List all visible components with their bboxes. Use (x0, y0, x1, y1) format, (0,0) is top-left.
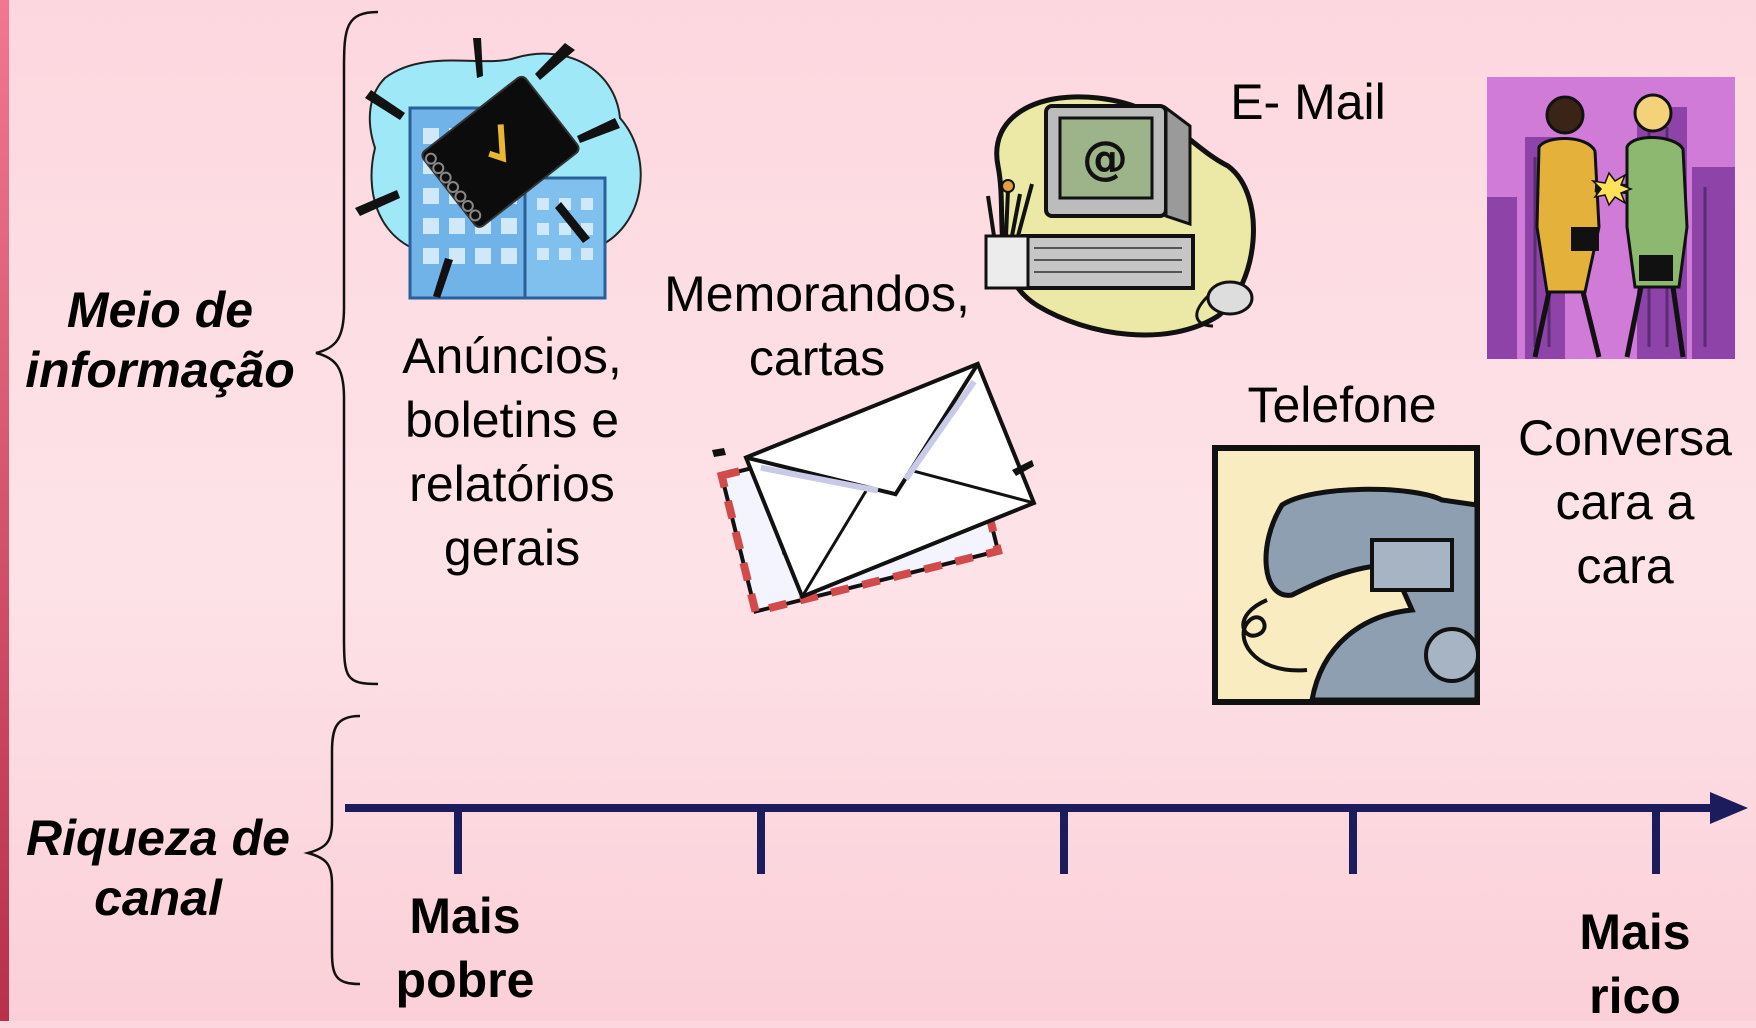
richness-axis (345, 792, 1748, 874)
richest-label: Mais rico (1579, 904, 1691, 1024)
richness-brace (303, 714, 361, 986)
medium-brace (315, 10, 379, 686)
computer-illustration: @ (984, 94, 1256, 338)
slide-accent-bar (0, 0, 9, 1021)
telephone-label: Telefone (1247, 377, 1437, 433)
handshake-illustration (1487, 77, 1735, 359)
medium-label: Meio de informação (25, 282, 295, 398)
face-to-face-label: Conversa cara a cara (1518, 410, 1732, 594)
email-label: E- Mail (1230, 74, 1386, 130)
richness-label: Riqueza de canal (26, 810, 290, 926)
svg-text:@: @ (1082, 131, 1128, 185)
announcements-label: Anúncios, boletins e relatórios gerais (402, 328, 622, 576)
axis-arrowhead (1710, 792, 1748, 824)
memos-label: Memorandos, cartas (664, 266, 970, 386)
telephone-illustration (1212, 445, 1480, 705)
announcements-illustration (355, 38, 642, 300)
poorest-label: Mais pobre (395, 888, 535, 1008)
envelopes-illustration (712, 361, 1037, 617)
